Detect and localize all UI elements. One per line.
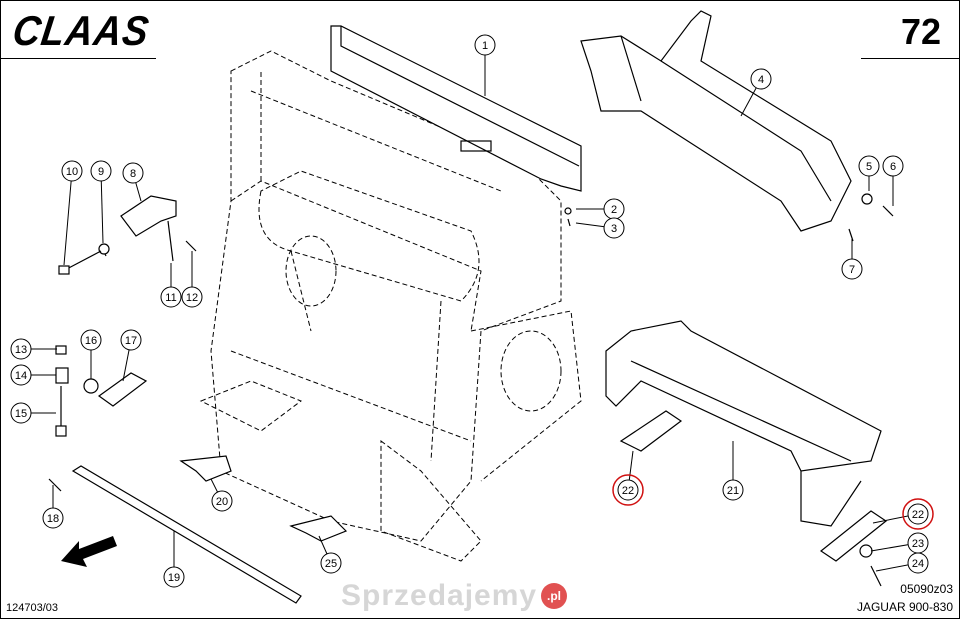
- callout-label: 1: [482, 40, 488, 52]
- drawing-reference: 124703/03: [6, 602, 58, 614]
- callout-label: 25: [325, 558, 337, 570]
- callout-label: 10: [66, 166, 78, 178]
- callout-label: 5: [866, 161, 872, 173]
- callout-circle: [80, 329, 102, 351]
- callout-circle: [722, 479, 744, 501]
- callout-11: 11: [160, 263, 182, 308]
- watermark: Sprzedajemy: [341, 579, 538, 612]
- callout-14: 14: [10, 364, 56, 386]
- small-parts: [48, 193, 894, 604]
- callout-label: 4: [758, 74, 764, 86]
- callout-3: 3: [575, 217, 625, 239]
- callout-label: 24: [912, 558, 924, 570]
- callout-label: 8: [130, 168, 136, 180]
- callout-label: 6: [890, 161, 896, 173]
- callout-circle: [122, 162, 144, 184]
- callout-label: 13: [15, 344, 27, 356]
- callout-circle: [10, 364, 32, 386]
- callout-24: 24: [875, 552, 929, 574]
- image-code: 05090z03: [900, 582, 953, 596]
- callout-circle: [120, 329, 142, 351]
- callout-circle: [858, 155, 880, 177]
- callout-21: 21: [722, 441, 744, 501]
- callout-23: 23: [870, 532, 929, 554]
- direction-arrow-icon: [61, 536, 117, 567]
- callout-circle: [750, 68, 772, 90]
- callout-circle: [841, 258, 863, 280]
- callout-16: 16: [80, 329, 102, 379]
- callout-label: 20: [216, 496, 228, 508]
- page-number: 72: [900, 11, 941, 52]
- callout-label: 18: [47, 513, 59, 525]
- callout-19: 19: [163, 531, 185, 588]
- part-4-support-beam: [580, 10, 852, 232]
- callout-label: 9: [98, 166, 104, 178]
- callout-label: 19: [168, 572, 180, 584]
- callout-1: 1: [474, 34, 496, 96]
- callout-label: 12: [186, 292, 198, 304]
- callout-circle: [603, 217, 625, 239]
- callout-circle: [163, 566, 185, 588]
- callout-label: 16: [85, 335, 97, 347]
- callout-leader: [63, 170, 73, 266]
- callout-circle: [474, 34, 496, 56]
- callout-17: 17: [120, 329, 142, 382]
- callout-4: 4: [740, 68, 772, 117]
- main-frame: [199, 50, 582, 562]
- callout-label: 7: [849, 264, 855, 276]
- callout-label: 17: [125, 335, 137, 347]
- callout-circle: [181, 286, 203, 308]
- callout-6: 6: [882, 155, 904, 206]
- callout-label: 11: [165, 292, 176, 304]
- callout-circle: [617, 479, 639, 501]
- callout-label: 2: [611, 204, 617, 216]
- callout-7: 7: [841, 239, 863, 280]
- callout-15: 15: [10, 402, 56, 424]
- callout-circle: [10, 402, 32, 424]
- callout-label: 22: [912, 509, 924, 521]
- part-21-bracket: [605, 320, 888, 562]
- header-divider-left: [1, 58, 156, 59]
- callout-8: 8: [122, 162, 144, 202]
- watermark-badge: .pl: [541, 583, 567, 609]
- callout-9: 9: [90, 160, 112, 244]
- callout-10: 10: [61, 160, 83, 266]
- highlight-ring: [612, 474, 644, 506]
- callout-circle: [10, 338, 32, 360]
- callout-leader: [100, 170, 104, 244]
- callout-label: 15: [15, 408, 27, 420]
- callout-22: 22: [872, 498, 934, 530]
- callout-5: 5: [858, 155, 880, 191]
- callout-circle: [320, 552, 342, 574]
- callout-circle: [907, 503, 929, 525]
- callout-label: 23: [912, 538, 924, 550]
- callout-20: 20: [210, 478, 233, 512]
- part-1-cover-rail: [330, 25, 582, 192]
- header-divider-right: [861, 58, 959, 59]
- model-label: JAGUAR 900-830: [856, 600, 953, 614]
- callout-2: 2: [576, 198, 625, 220]
- callout-circle: [42, 507, 64, 529]
- callout-circle: [90, 160, 112, 182]
- callout-22: 22: [612, 450, 644, 506]
- callout-18: 18: [42, 485, 64, 529]
- callout-label: 21: [727, 485, 739, 497]
- callout-circle: [211, 490, 233, 512]
- callout-25: 25: [318, 535, 342, 574]
- callout-label: 22: [622, 485, 634, 497]
- callout-circle: [882, 155, 904, 177]
- callout-label: 14: [15, 370, 27, 382]
- callout-13: 13: [10, 338, 57, 360]
- callout-label: 3: [611, 223, 617, 235]
- callout-circle: [160, 286, 182, 308]
- highlight-ring: [902, 498, 934, 530]
- callout-circle: [907, 552, 929, 574]
- callout-12: 12: [181, 251, 203, 308]
- callout-circle: [61, 160, 83, 182]
